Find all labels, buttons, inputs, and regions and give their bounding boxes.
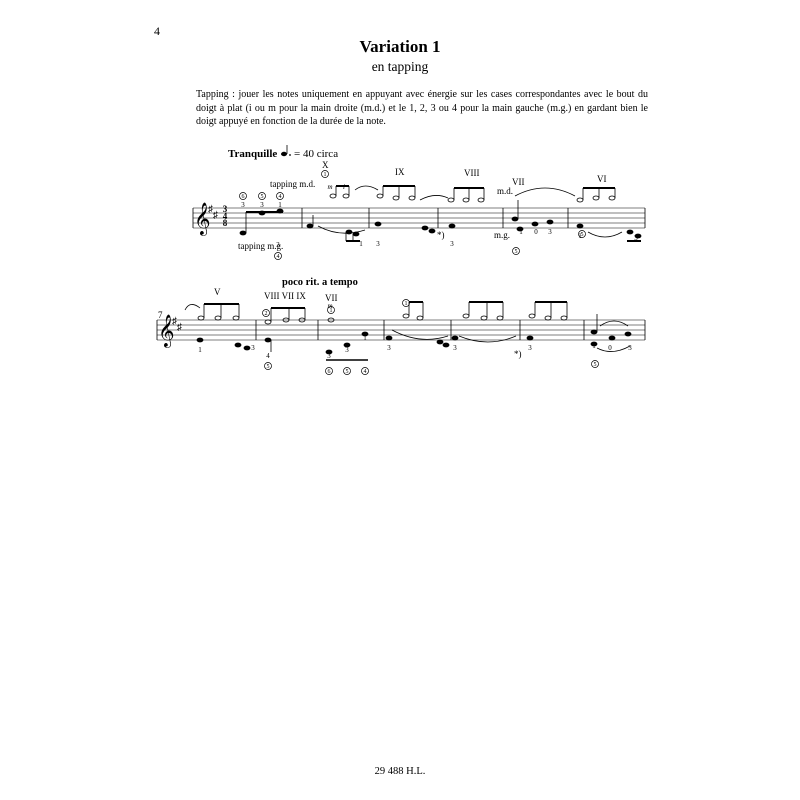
svg-text:4: 4: [279, 194, 282, 200]
expression-marking: poco rit. a tempo: [282, 277, 358, 288]
string-number-circles-2: 2 1 5 6 5 4 1 5: [262, 299, 599, 375]
svg-text:1: 1: [519, 228, 523, 236]
md-label: m.d.: [497, 186, 513, 196]
svg-text:3: 3: [327, 352, 331, 360]
svg-text:𝄞: 𝄞: [158, 315, 175, 348]
svg-text:♯: ♯: [213, 210, 218, 221]
tapping-md-label: tapping m.d.: [270, 179, 315, 189]
svg-text:5: 5: [581, 232, 584, 238]
system-2: poco rit. a tempo 7 V VIII VII IX VII *)…: [156, 277, 646, 375]
svg-text:♯: ♯: [177, 322, 182, 333]
svg-text:3: 3: [241, 201, 245, 209]
key-signature-icon-2: ♯♯: [172, 316, 182, 333]
svg-text:6: 6: [242, 194, 245, 200]
svg-text:5: 5: [515, 249, 518, 255]
svg-text:4: 4: [364, 369, 367, 375]
notes-2: [196, 301, 632, 361]
svg-text:3: 3: [251, 344, 255, 352]
svg-text:4: 4: [223, 211, 228, 221]
fingering-numbers-2: 1 3 4 3 3 1 3 3 3 1 0 3 m: [198, 302, 632, 360]
staff-lines-2: [157, 319, 645, 341]
tapping-mg-label: tapping m.g.: [238, 241, 283, 251]
tempo-marking: Tranquille: [228, 148, 277, 160]
svg-text:5: 5: [267, 364, 270, 370]
slurs-1: [317, 185, 623, 238]
treble-clef-icon: 𝄞: [194, 203, 211, 236]
svg-text:3: 3: [276, 241, 280, 249]
svg-text:3: 3: [376, 240, 380, 248]
performance-instructions: Tapping : jouer les notes uniquement en …: [196, 89, 648, 127]
svg-text:1: 1: [330, 308, 333, 314]
svg-text:m: m: [327, 302, 332, 310]
svg-text:1: 1: [359, 240, 363, 248]
svg-text:m: m: [327, 183, 332, 191]
piece-title: Variation 1: [359, 37, 441, 56]
position-viii-vii-ix: VIII VII IX: [264, 291, 306, 301]
svg-text:3: 3: [528, 344, 532, 352]
tempo-value: = 40 circa: [294, 148, 338, 160]
key-signature-icon: ♯♯: [208, 204, 218, 221]
svg-text:1: 1: [278, 201, 282, 209]
page-number: 4: [154, 24, 160, 38]
svg-text:3: 3: [223, 204, 228, 214]
svg-text:5: 5: [594, 362, 597, 368]
svg-text:1: 1: [363, 334, 367, 342]
svg-text:2: 2: [265, 311, 268, 317]
svg-text:3: 3: [453, 344, 457, 352]
svg-text:8: 8: [223, 218, 228, 228]
position-vii: VII: [512, 177, 525, 187]
svg-text:1: 1: [405, 301, 408, 307]
svg-text:1: 1: [198, 346, 202, 354]
system-1: Tranquille = 40 circa X IX VIII VII VI t…: [192, 145, 646, 260]
footnote-mark-2: *): [514, 349, 522, 359]
svg-text:0: 0: [534, 228, 538, 236]
svg-text:♯: ♯: [208, 204, 213, 215]
barlines-2: [156, 320, 646, 340]
notes-1: [239, 185, 642, 242]
position-v: V: [214, 287, 221, 297]
svg-text:♯: ♯: [172, 316, 177, 327]
piece-subtitle: en tapping: [371, 59, 429, 74]
svg-text:1: 1: [578, 232, 582, 240]
svg-text:3: 3: [345, 346, 349, 354]
treble-clef-icon-2: 𝄞: [158, 315, 175, 348]
position-x: X: [322, 160, 329, 170]
svg-text:3: 3: [260, 201, 264, 209]
svg-text:1: 1: [324, 172, 327, 178]
footnote-mark-1: *): [437, 230, 445, 240]
svg-text:5: 5: [261, 194, 264, 200]
time-signature-icon: 348: [223, 204, 228, 228]
barlines-1: [192, 208, 646, 228]
tempo-note-icon: [281, 145, 291, 157]
string-number-circles: 6 5 4 1 4 5 5: [239, 170, 586, 260]
svg-text:3: 3: [387, 344, 391, 352]
slurs-2: [184, 304, 631, 352]
mg-label: m.g.: [494, 230, 510, 240]
position-vi: VI: [597, 174, 607, 184]
position-viii: VIII: [464, 168, 480, 178]
svg-text:4: 4: [277, 254, 280, 260]
svg-text:5: 5: [346, 369, 349, 375]
svg-text:3: 3: [628, 344, 632, 352]
staff-lines-1: [193, 207, 645, 229]
svg-text:0: 0: [608, 344, 612, 352]
svg-text:3: 3: [548, 228, 552, 236]
measure-number: 7: [158, 310, 163, 320]
svg-text:6: 6: [328, 369, 331, 375]
position-ix: IX: [395, 167, 405, 177]
svg-text:3: 3: [450, 240, 454, 248]
position-vii-2: VII: [325, 293, 338, 303]
publisher-code: 29 488 H.L.: [374, 766, 426, 777]
svg-text:4: 4: [266, 352, 270, 360]
svg-text:𝄞: 𝄞: [194, 203, 211, 236]
